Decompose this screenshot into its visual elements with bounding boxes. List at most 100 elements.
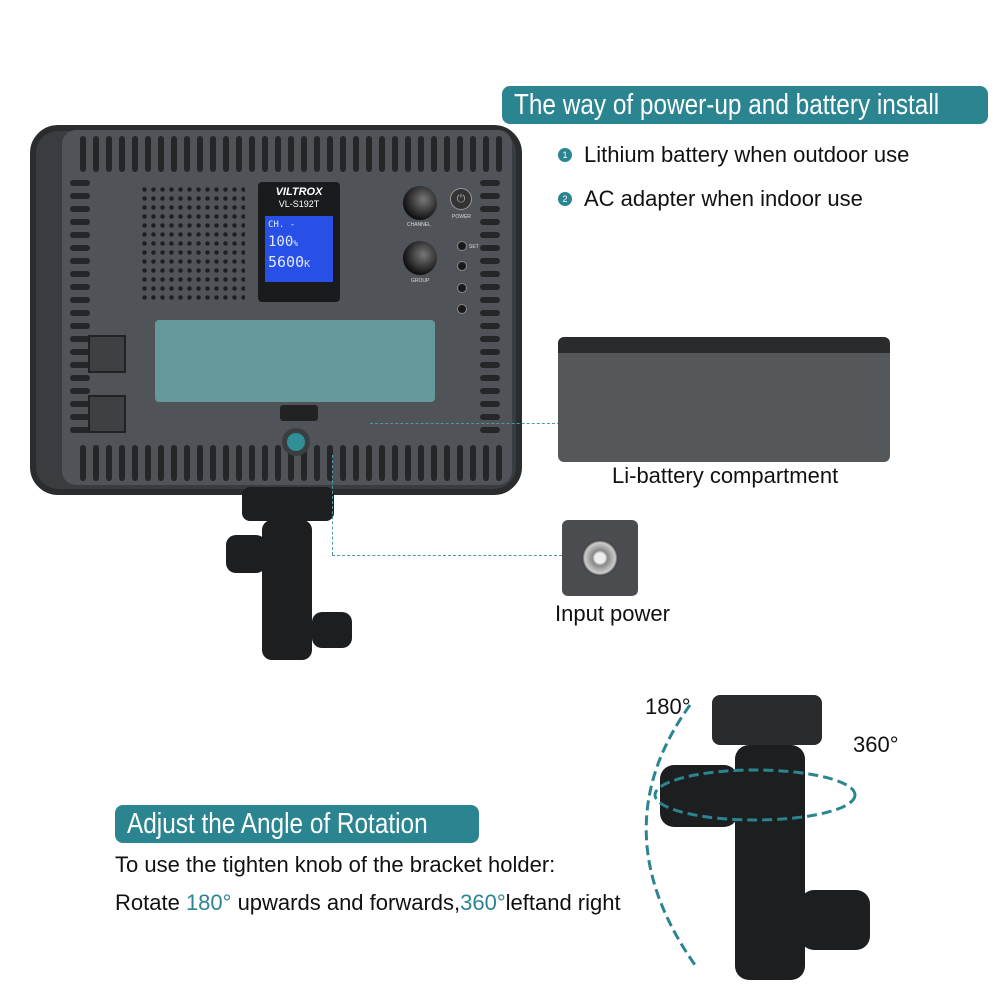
cooling-fin [80,445,86,481]
preset-button[interactable] [457,304,467,314]
cooling-fin [301,445,307,481]
bracket-knob-right[interactable] [312,612,352,648]
cooling-fin [80,136,86,172]
group-knob[interactable] [403,241,437,275]
cooling-fin [145,136,151,172]
number-2-icon: 2 [558,192,572,206]
side-port-1 [88,335,126,373]
cooling-fin [93,136,99,172]
cooling-fin [392,445,398,481]
bracket-knob-left[interactable] [226,535,266,573]
cooling-fin [171,136,177,172]
mount-stem [735,745,805,980]
set-button[interactable] [457,241,467,251]
cooling-fin [480,336,500,342]
cooling-fin [327,136,333,172]
lcd-brightness-unit: % [293,239,299,248]
cooling-fin [70,232,90,238]
cooling-fin [132,445,138,481]
battery-leader-line [370,423,560,424]
cooling-fin [70,271,90,277]
group-label: GROUP [411,278,430,284]
brightness-button[interactable] [457,283,467,293]
cooling-fin [480,258,500,264]
cooling-fin [353,445,359,481]
lcd-display: VILTROX VL-S192T CH. - 100% 5600K [258,182,340,302]
cooling-fin [249,136,255,172]
lcd-temperature-unit: K [304,259,311,270]
cooling-fin [496,445,502,481]
cooling-fin [184,136,190,172]
model-name: VL-S192T [278,199,320,209]
power-button[interactable]: ⏻ [450,188,472,210]
lcd-brightness: 100 [268,234,294,250]
label-180: 180° [645,694,691,719]
battery-compartment-photo [558,337,890,462]
rotation-detail: Rotate 180° upwards and forwards,360°lef… [115,890,621,916]
cooling-fin [366,136,372,172]
cooling-fin [418,445,424,481]
power-item-2: 2 AC adapter when indoor use [558,186,863,212]
cooling-fin [480,401,500,407]
cooling-fin [480,310,500,316]
cooling-fin [171,445,177,481]
cooling-fin [431,445,437,481]
cooling-fin [418,136,424,172]
cooling-fin [444,445,450,481]
cooling-fin [480,427,500,433]
cooling-fin [70,245,90,251]
cooling-fin [158,445,164,481]
arrow-360-icon [653,768,857,822]
channel-knob[interactable] [403,186,437,220]
cooling-fin [480,323,500,329]
cooling-fin [480,219,500,225]
label-360: 360° [853,732,899,757]
cooling-fin [480,271,500,277]
rotation-arrows [644,704,857,966]
side-port-2 [88,395,126,433]
battery-caption: Li-battery compartment [612,463,839,488]
cooling-fin [70,193,90,199]
cooling-fin [249,445,255,481]
cooling-fin [275,445,281,481]
rotate-prefix: Rotate [115,890,186,915]
cooling-fin [236,136,242,172]
mount-top-plate [712,695,822,745]
input-caption: Input power [555,601,670,626]
cooling-fin [262,136,268,172]
cooling-fin [314,136,320,172]
cooling-fin [132,136,138,172]
cooling-fin [106,445,112,481]
cooling-fin [444,136,450,172]
number-1-icon: 1 [558,148,572,162]
set-label: SET [469,244,479,250]
lcd-temperature: 5600 [268,253,305,271]
cooling-fin [366,445,372,481]
cooling-fin [223,445,229,481]
mount-button [280,405,318,421]
cooling-fin [93,445,99,481]
cooling-fin [480,362,500,368]
cooling-fin [480,245,500,251]
cooling-fin [480,206,500,212]
cooling-fin [480,284,500,290]
cooling-fin [158,136,164,172]
cooling-fin [275,136,281,172]
mount-knob-right[interactable] [800,890,870,950]
lcd-screen: CH. - 100% 5600K [265,216,333,282]
dc-input-port [282,428,310,456]
angle-180: 180° [185,890,232,915]
cooling-fin [480,375,500,381]
cooling-fin [496,136,502,172]
cooling-fin [480,349,500,355]
cooling-fin [106,136,112,172]
cooling-fin [483,445,489,481]
temperature-button[interactable] [457,261,467,271]
cooling-fin [392,136,398,172]
cooling-fin [70,206,90,212]
angle-360: 360° [460,890,506,915]
rotation-section-title: Adjust the Angle of Rotation [127,808,428,840]
cooling-fin [70,180,90,186]
cooling-fin [70,401,90,407]
cooling-fin [288,445,294,481]
